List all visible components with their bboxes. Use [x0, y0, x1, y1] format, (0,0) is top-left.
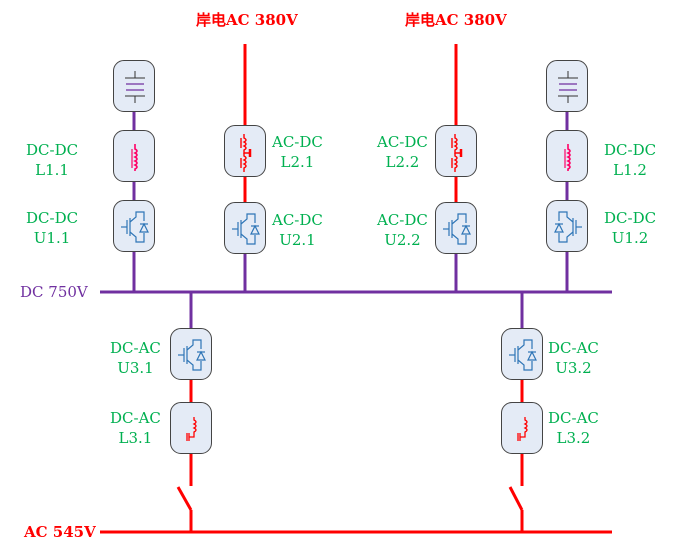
label-l2-1: AC-DC L2.1 [272, 133, 323, 171]
igbt-icon [178, 339, 206, 371]
module-l2-1[interactable] [224, 125, 266, 177]
module-u3-1[interactable] [170, 328, 212, 380]
label-u2-1: AC-DC U2.1 [272, 211, 323, 249]
module-u1-1[interactable] [113, 200, 155, 252]
ac-inductor-icon [240, 134, 252, 172]
igbt-icon [554, 211, 582, 243]
module-l1-2[interactable] [546, 130, 588, 182]
battery-module-1[interactable] [113, 60, 155, 112]
battery-icon [558, 71, 578, 103]
module-l2-2[interactable] [435, 125, 477, 177]
output-inductor-icon [186, 417, 197, 441]
igbt-icon [509, 339, 537, 371]
label-u3-1: DC-AC U3.1 [110, 339, 161, 377]
ac-bus-label: AC 545V [24, 523, 96, 541]
dc-bus-label: DC 750V [20, 283, 88, 301]
module-l3-1[interactable] [170, 402, 212, 454]
label-u1-2: DC-DC U1.2 [604, 209, 657, 247]
shore-power-1-label: 岸电AC 380V [196, 11, 298, 29]
battery-module-2[interactable] [546, 60, 588, 112]
inductor-icon [564, 144, 571, 171]
label-l1-2: DC-DC L1.2 [604, 141, 657, 179]
label-u1-1: DC-DC U1.1 [26, 209, 79, 247]
output-inductor-icon [517, 417, 528, 441]
shore-power-2-label: 岸电AC 380V [405, 11, 507, 29]
label-l1-1: DC-DC L1.1 [26, 141, 79, 179]
label-u2-2: AC-DC U2.2 [377, 211, 428, 249]
igbt-icon [232, 213, 260, 245]
inductor-icon [131, 144, 138, 171]
module-u2-1[interactable] [224, 202, 266, 254]
label-u3-2: DC-AC U3.2 [548, 339, 599, 377]
module-u2-2[interactable] [435, 202, 477, 254]
switch-1[interactable] [176, 486, 193, 511]
label-l3-2: DC-AC L3.2 [548, 409, 599, 447]
igbt-icon [121, 211, 149, 243]
battery-icon [125, 71, 145, 103]
ac-inductor-icon [451, 134, 463, 172]
igbt-icon [443, 213, 471, 245]
label-l2-2: AC-DC L2.2 [377, 133, 428, 171]
module-u3-2[interactable] [501, 328, 543, 380]
label-l3-1: DC-AC L3.1 [110, 409, 161, 447]
module-l3-2[interactable] [501, 402, 543, 454]
switch-2[interactable] [508, 486, 524, 511]
module-l1-1[interactable] [113, 130, 155, 182]
module-u1-2[interactable] [546, 200, 588, 252]
